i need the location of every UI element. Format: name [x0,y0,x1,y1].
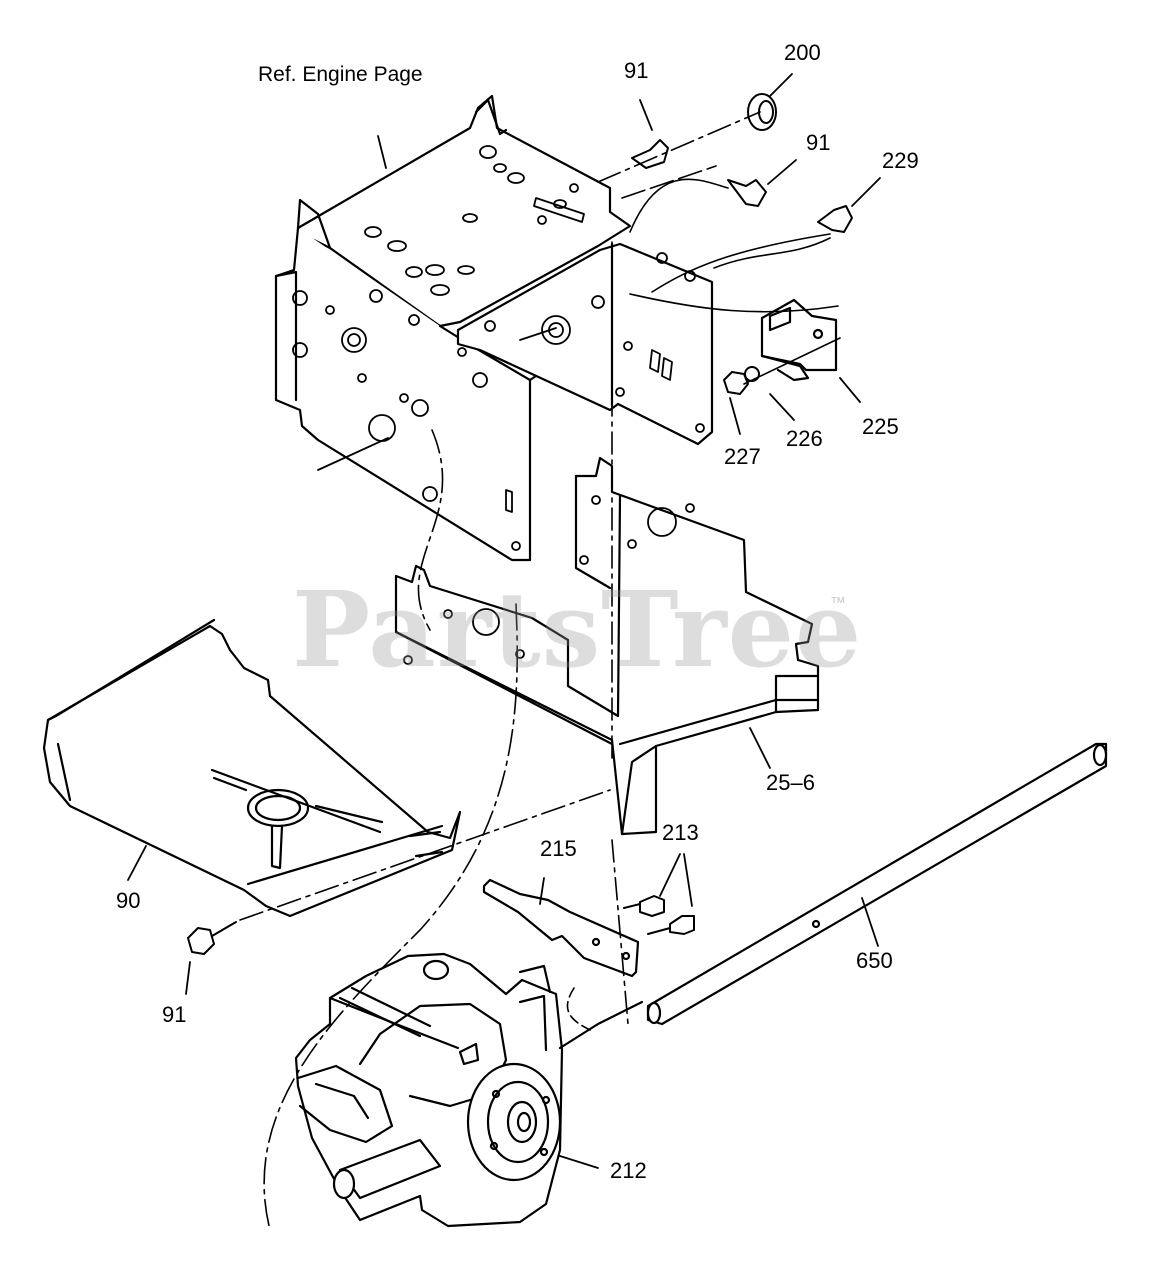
callout-213: 213 [662,820,699,845]
callout-91-top: 91 [624,58,649,83]
transmission-212 [294,952,644,1228]
watermark-logo: PartsTree [292,568,863,691]
callout-650: 650 [856,948,893,973]
frame-lower-tray [394,456,820,836]
callout-227: 227 [724,444,761,469]
trademark-symbol: ™ [830,595,846,612]
frame-upper [274,94,714,562]
callout-225: 225 [862,414,899,439]
callout-90: 90 [116,888,141,913]
callout-215: 215 [540,836,577,861]
callout-25-6: 25–6 [766,770,815,795]
reference-note: Ref. Engine Page [258,63,423,86]
bottom-cover [42,618,462,918]
callout-91-mid: 91 [806,130,831,155]
bracket-215 [482,878,640,978]
callout-226: 226 [786,426,823,451]
leader-lines [127,73,881,1169]
callout-91-bottom: 91 [162,1002,187,1027]
axle-650 [646,742,1108,1026]
callout-200: 200 [784,40,821,65]
phantom-lines [239,111,841,1231]
callout-212: 212 [610,1158,647,1183]
callout-229: 229 [882,148,919,173]
